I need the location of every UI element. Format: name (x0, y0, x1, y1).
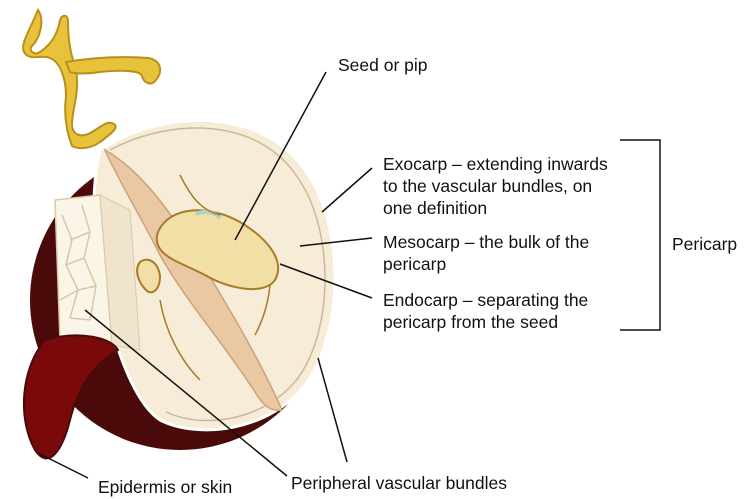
label-seed: Seed or pip (338, 54, 428, 76)
exocarp-line-3: one definition (383, 197, 608, 219)
label-endocarp: Endocarp – separating the pericarp from … (383, 289, 588, 333)
endocarp-line-2: pericarp from the seed (383, 311, 588, 333)
exocarp-line-1: Exocarp – extending inwards (383, 153, 608, 175)
label-mesocarp: Mesocarp – the bulk of the pericarp (383, 231, 589, 275)
exocarp-line-2: to the vascular bundles, on (383, 175, 608, 197)
label-exocarp: Exocarp – extending inwards to the vascu… (383, 153, 608, 219)
stem (23, 10, 160, 148)
mesocarp-line-2: pericarp (383, 253, 589, 275)
label-peripheral-vascular-bundles: Peripheral vascular bundles (291, 472, 507, 494)
label-pericarp: Pericarp (672, 233, 737, 255)
endocarp-line-1: Endocarp – separating the (383, 289, 588, 311)
label-epidermis: Epidermis or skin (98, 476, 232, 498)
vascular-network-panel (55, 195, 140, 350)
mesocarp-line-1: Mesocarp – the bulk of the (383, 231, 589, 253)
